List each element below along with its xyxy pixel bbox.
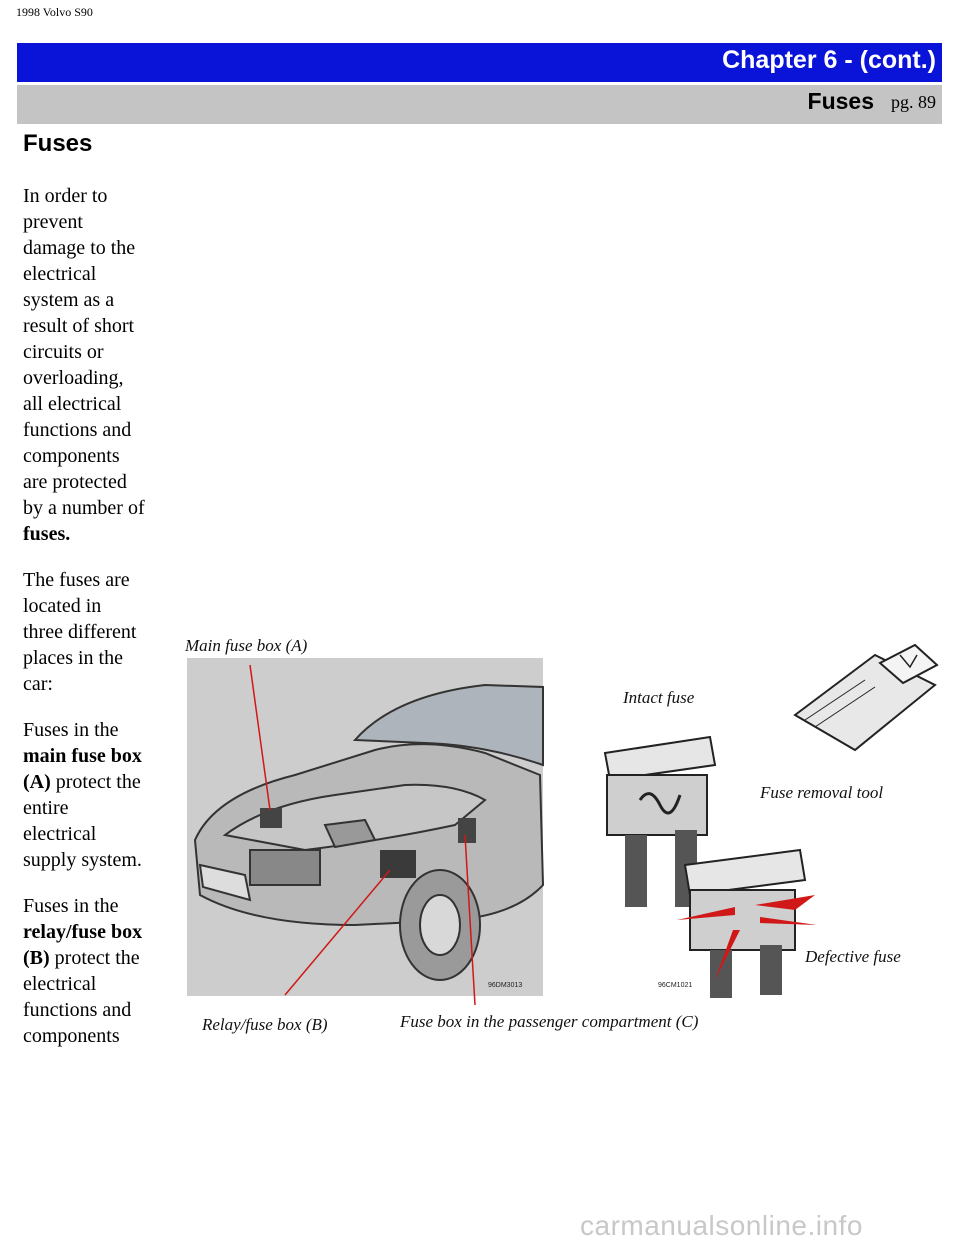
section-title-bar: Fuses pg. 89 <box>17 85 942 124</box>
label-relay-fuse-box: Relay/fuse box (B) <box>201 1015 328 1034</box>
paragraph-locations: The fuses are located in three different… <box>23 569 137 695</box>
document-header: 1998 Volvo S90 <box>16 5 93 19</box>
chapter-title-bar: Chapter 6 - (cont.) <box>17 43 942 82</box>
page-number: pg. 89 <box>891 92 936 112</box>
section-title: Fuses <box>807 88 874 114</box>
paragraph-intro: In order to prevent damage to the electr… <box>23 183 145 547</box>
passenger-fuse-box-marker <box>458 818 476 843</box>
p4-pre: Fuses in the <box>23 895 119 917</box>
fuse-figure-code: 96CM1021 <box>658 982 692 989</box>
label-fuse-removal-tool: Fuse removal tool <box>759 783 883 802</box>
p4-bold: relay/fuse box (B) <box>23 921 143 969</box>
fuse-location-figure: Main fuse box (A) Intact fuse Fuse remov… <box>155 625 945 1043</box>
p3-pre: Fuses in the <box>23 719 119 741</box>
label-passenger-fuse-box: Fuse box in the passenger compartment (C… <box>399 1012 699 1031</box>
paragraph-intro-bold: fuses. <box>23 523 71 545</box>
main-fuse-box-marker <box>260 808 282 828</box>
label-main-fuse-box: Main fuse box (A) <box>184 636 308 655</box>
fuse-removal-tool-illustration <box>793 643 939 752</box>
p3-post: protect the entire electrical supply sys… <box>23 771 142 871</box>
leader-lines <box>249 664 476 1006</box>
car-illustration <box>193 683 545 981</box>
label-intact-fuse: Intact fuse <box>622 688 695 707</box>
p3-bold: main fuse box (A) <box>23 745 142 793</box>
defect-marker <box>677 895 817 980</box>
car-figure-code: 96DM3013 <box>488 982 522 989</box>
defective-fuse-illustration <box>677 848 817 998</box>
paragraph-intro-text: In order to prevent damage to the electr… <box>23 185 145 519</box>
paragraph-relay-fuse-box: Fuses in the relay/fuse box (B) protect … <box>23 893 145 1049</box>
p4-post: protect the electrical functions and com… <box>23 947 140 1047</box>
paragraph-main-fuse-box: Fuses in the main fuse box (A) protect t… <box>23 717 145 873</box>
label-defective-fuse: Defective fuse <box>804 947 901 966</box>
fuse-illustration: Main fuse box (A) Intact fuse Fuse remov… <box>184 636 939 1034</box>
chapter-title: Chapter 6 - (cont.) <box>722 46 936 74</box>
body-text-column: In order to prevent damage to the electr… <box>23 183 145 1069</box>
relay-fuse-box-marker <box>380 850 416 878</box>
page-heading: Fuses <box>23 130 93 157</box>
watermark: carmanualsonline.info <box>580 1210 863 1241</box>
